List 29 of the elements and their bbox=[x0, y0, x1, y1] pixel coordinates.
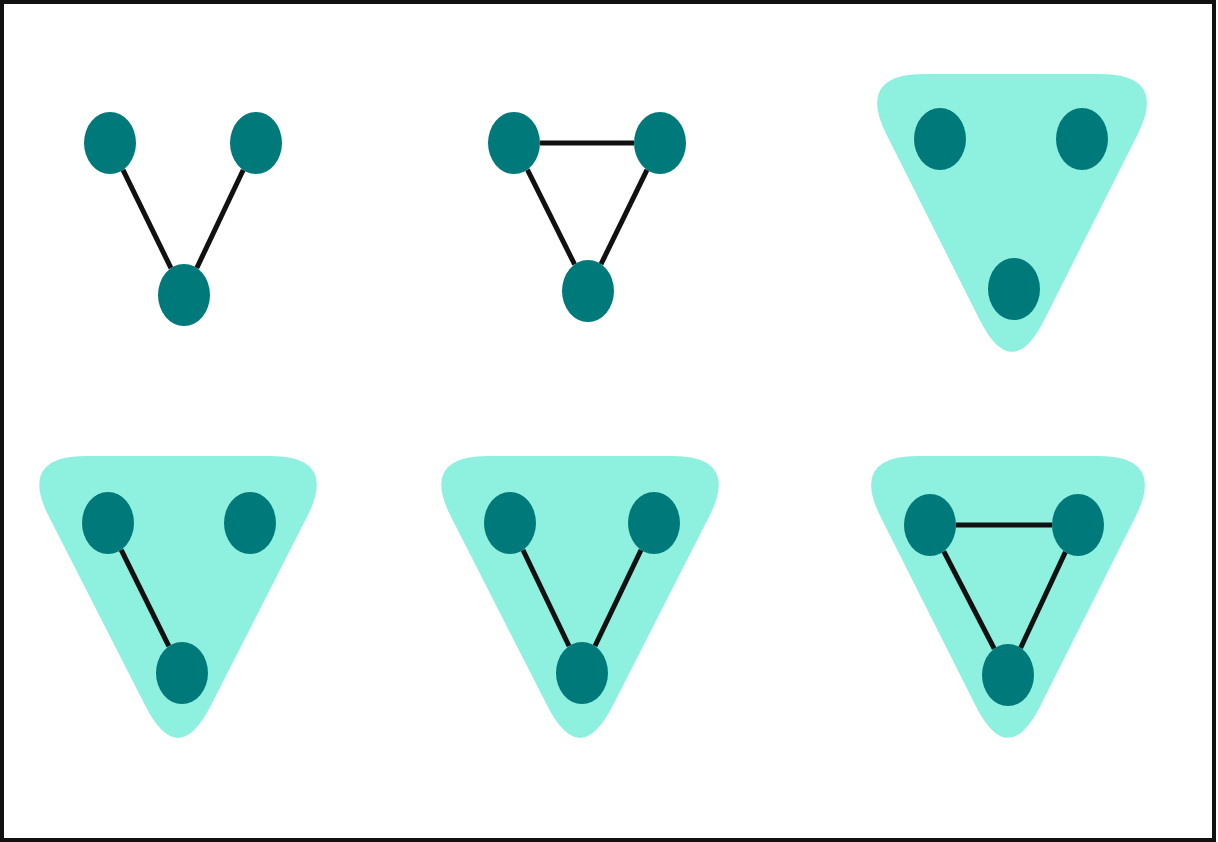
connecting-line bbox=[956, 522, 1052, 528]
vertex-dot bbox=[988, 258, 1040, 320]
vertex-dot bbox=[84, 112, 136, 174]
vertex-dot bbox=[904, 494, 956, 556]
connecting-line bbox=[540, 140, 634, 146]
vertex-dot bbox=[488, 112, 540, 174]
connecting-line bbox=[598, 168, 650, 266]
vertex-dot bbox=[628, 492, 680, 554]
vertex-dot bbox=[562, 260, 614, 322]
connecting-line bbox=[1018, 550, 1068, 650]
vertex-dot bbox=[1052, 494, 1104, 556]
connecting-line bbox=[194, 168, 246, 270]
vertex-dot bbox=[156, 642, 208, 704]
connecting-line bbox=[118, 548, 172, 648]
vertex-dot bbox=[224, 492, 276, 554]
vertex-dot bbox=[484, 492, 536, 554]
vertex-dot bbox=[982, 644, 1034, 706]
connecting-line bbox=[520, 548, 572, 648]
connecting-line bbox=[525, 168, 577, 266]
connecting-line bbox=[592, 548, 644, 648]
vertex-dot bbox=[158, 264, 210, 326]
vertex-dot bbox=[82, 492, 134, 554]
vertex-dot bbox=[634, 112, 686, 174]
vertex-dot bbox=[230, 112, 282, 174]
vertex-dot bbox=[556, 642, 608, 704]
connecting-line bbox=[120, 168, 174, 270]
connecting-line bbox=[941, 550, 997, 650]
vertex-dot bbox=[1056, 108, 1108, 170]
vertex-dot bbox=[914, 108, 966, 170]
